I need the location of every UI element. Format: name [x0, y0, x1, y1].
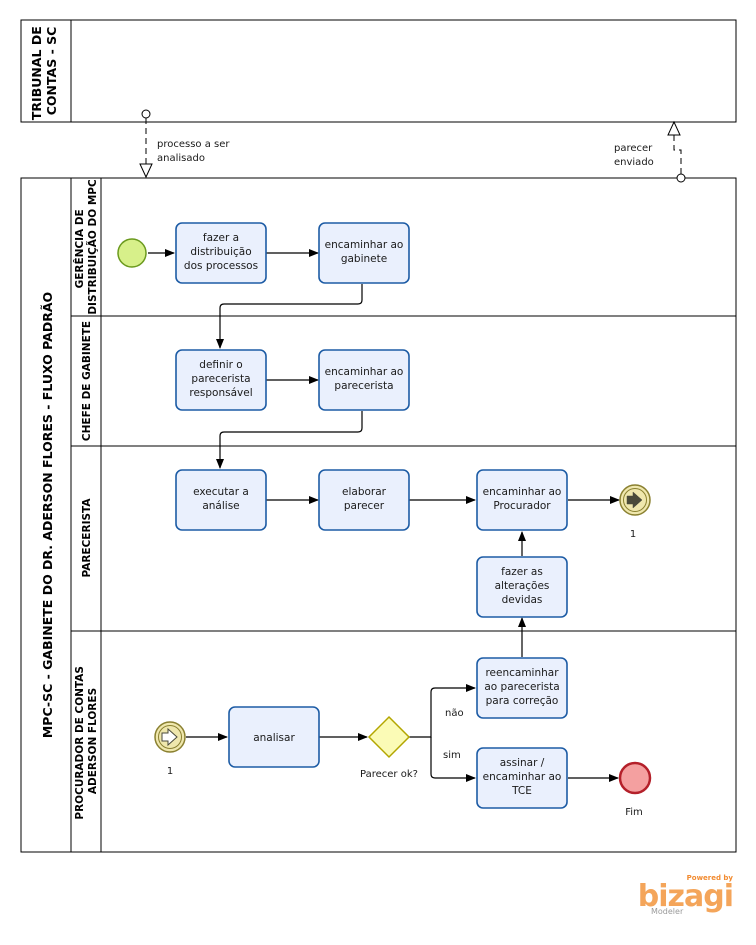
- gateway-nao-label: não: [445, 708, 464, 719]
- message-out-label: parecer enviado: [614, 143, 655, 168]
- link-arrow-icon: [626, 491, 643, 509]
- start-event[interactable]: [117, 238, 147, 268]
- flow-gabinete-to-definir: [216, 284, 363, 349]
- link-catch-label: 1: [167, 766, 173, 777]
- task-analisar[interactable]: analisar: [228, 706, 320, 768]
- flow-encparecerista-to-executar: [216, 411, 363, 469]
- bizagi-logo: Powered by bizagi Modeler: [638, 874, 734, 916]
- end-event-fim[interactable]: [618, 761, 652, 795]
- message-flow-in: [139, 109, 153, 179]
- message-in-label: processo a ser analisado: [157, 139, 233, 164]
- lane-title-parecerista: PARECERISTA: [81, 498, 93, 578]
- logo-sub-text: Modeler: [651, 907, 684, 916]
- lane-title-chefe: CHEFE DE GABINETE: [81, 321, 93, 441]
- svg-text:analisar: analisar: [253, 732, 295, 744]
- tce-pool: TRIBUNAL DE CONTAS - SC: [20, 19, 737, 123]
- gateway-sim-label: sim: [443, 750, 461, 761]
- logo-name-text: bizagi: [638, 879, 733, 914]
- logo-powered-text: Powered by: [687, 874, 734, 882]
- mpc-pool-title: MPC-SC - GABINETE DO DR. ADERSON FLORES …: [40, 292, 55, 738]
- message-flow-out: [667, 120, 686, 183]
- link-throw-event[interactable]: [619, 484, 651, 516]
- link-arrow-outline-icon: [161, 727, 178, 747]
- flow-gateway-nao: [409, 684, 476, 738]
- lane-title-procurador: PROCURADOR DE CONTAS ADERSON FLORES: [74, 662, 99, 819]
- link-throw-label: 1: [630, 529, 636, 540]
- gateway-parecer-ok[interactable]: [367, 715, 411, 759]
- flow-gateway-sim: [430, 737, 476, 782]
- lane-title-gerencia: GERÊNCIA DE DISTRIBUIÇÃO DO MPC: [73, 179, 99, 315]
- tce-pool-title: TRIBUNAL DE CONTAS - SC: [29, 22, 59, 120]
- end-event-label: Fim: [625, 807, 643, 818]
- gateway-label: Parecer ok?: [360, 769, 418, 780]
- link-catch-event[interactable]: [154, 721, 186, 753]
